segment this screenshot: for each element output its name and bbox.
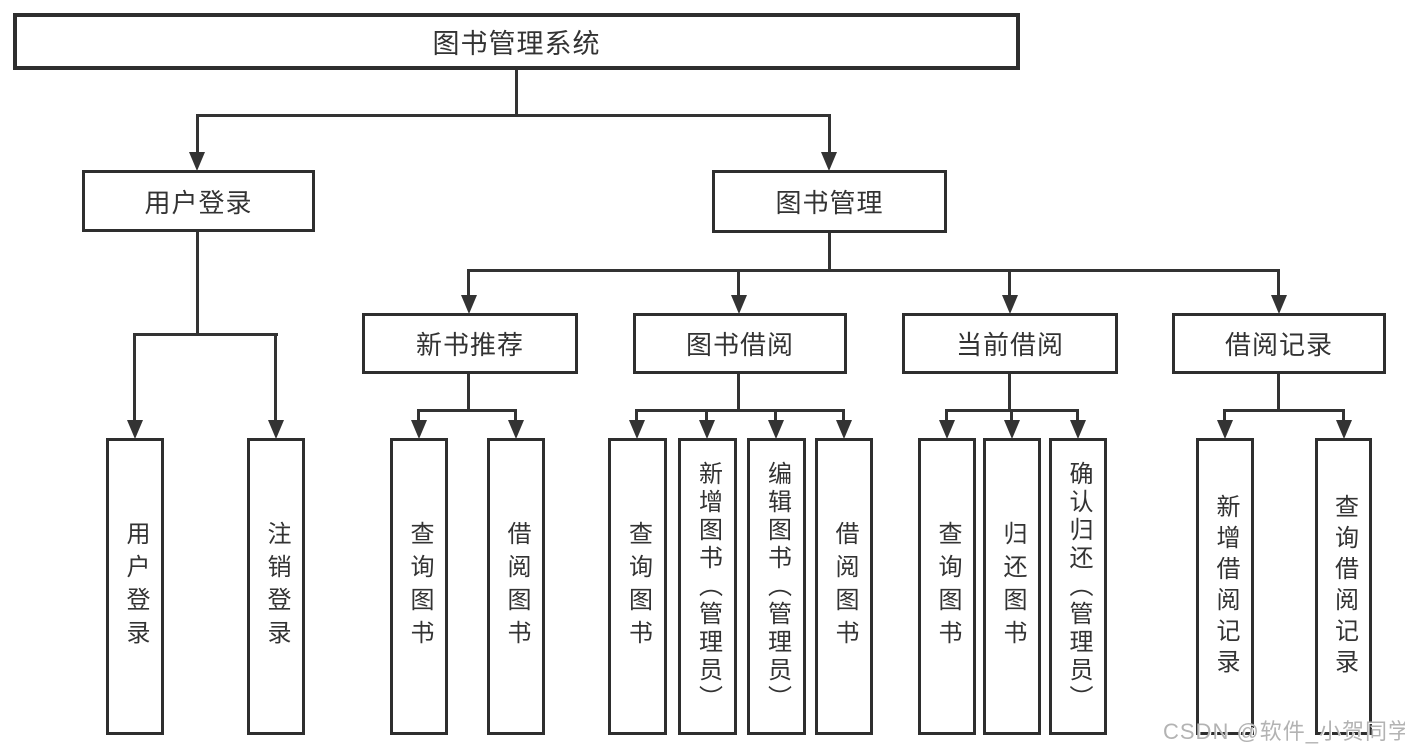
node-new-book-recommend: 新书推荐 (362, 313, 578, 374)
connector-line (1076, 409, 1079, 424)
node-label: 查询图书 (624, 520, 652, 653)
node-label: 新增图书（管理员） (694, 460, 722, 713)
connector-line (828, 233, 831, 271)
leaf-return-books: 归还图书 (983, 438, 1041, 735)
node-label: 确认归还（管理员） (1065, 460, 1092, 713)
connector-line (1010, 409, 1013, 424)
connector-line (467, 374, 470, 411)
leaf-borrow-books: 借阅图书 (815, 438, 873, 735)
node-user-login: 用户登录 (82, 170, 315, 232)
connector-line (196, 114, 831, 117)
connector-line (945, 409, 948, 424)
leaf-edit-books-admin: 编辑图书（管理员） (747, 438, 806, 735)
leaf-query-books-borrow: 查询图书 (608, 438, 667, 735)
arrow-down-icon (411, 420, 427, 439)
arrow-down-icon (768, 420, 784, 439)
arrow-down-icon (508, 420, 524, 439)
leaf-confirm-return-admin: 确认归还（管理员） (1049, 438, 1107, 735)
connector-line (1008, 269, 1011, 298)
node-label: 当前借阅 (955, 330, 1064, 360)
connector-line (1223, 409, 1345, 412)
node-label: 图书管理 (775, 188, 884, 218)
arrow-down-icon (1336, 420, 1352, 439)
connector-line (842, 409, 845, 424)
connector-line (774, 409, 777, 424)
arrow-down-icon (629, 420, 645, 439)
node-label: 新增借阅记录 (1212, 493, 1239, 680)
node-book-management: 图书管理 (712, 170, 947, 233)
arrow-down-icon (821, 152, 837, 171)
leaf-add-books-admin: 新增图书（管理员） (678, 438, 737, 735)
arrow-down-icon (939, 420, 955, 439)
connector-line (1277, 374, 1280, 411)
node-borrowing-records: 借阅记录 (1172, 313, 1386, 374)
arrow-down-icon (1004, 420, 1020, 439)
arrow-down-icon (127, 420, 143, 439)
node-current-borrowing: 当前借阅 (902, 313, 1118, 374)
connector-line (737, 374, 740, 411)
connector-line (133, 333, 136, 424)
arrow-down-icon (1217, 420, 1233, 439)
connector-line (1277, 269, 1280, 298)
connector-line (737, 269, 740, 298)
connector-line (1342, 409, 1345, 424)
node-label: 用户登录 (122, 520, 149, 653)
node-label: 图书管理系统 (432, 29, 601, 59)
connector-line (467, 269, 1280, 272)
arrow-down-icon (699, 420, 715, 439)
leaf-logout: 注销登录 (247, 438, 305, 735)
node-label: 归还图书 (999, 520, 1026, 653)
connector-line (828, 114, 831, 156)
node-book-borrowing: 图书借阅 (633, 313, 847, 374)
watermark: CSDN @软件_小贺同学 (1163, 719, 1405, 744)
connector-line (1008, 374, 1011, 411)
node-label: 借阅图书 (831, 520, 858, 653)
arrow-down-icon (1271, 295, 1287, 314)
leaf-add-borrow-record: 新增借阅记录 (1196, 438, 1254, 735)
connector-line (196, 232, 199, 335)
connector-line (417, 409, 517, 412)
node-label: 借阅记录 (1224, 330, 1333, 360)
connector-line (705, 409, 708, 424)
arrow-down-icon (189, 152, 205, 171)
leaf-query-borrow-record: 查询借阅记录 (1315, 438, 1372, 735)
arrow-down-icon (1070, 420, 1086, 439)
connector-line (467, 269, 470, 298)
node-label: 查询图书 (406, 520, 433, 653)
arrow-down-icon (836, 420, 852, 439)
connector-line (274, 333, 277, 424)
arrow-down-icon (731, 295, 747, 314)
connector-line (635, 409, 845, 412)
node-label: 编辑图书（管理员） (763, 460, 791, 713)
leaf-borrow-books-recommend: 借阅图书 (487, 438, 545, 735)
arrow-down-icon (268, 420, 284, 439)
leaf-user-login: 用户登录 (106, 438, 164, 735)
node-label: 图书借阅 (685, 330, 794, 360)
connector-line (515, 70, 518, 117)
node-label: 借阅图书 (503, 520, 530, 653)
leaf-query-books-current: 查询图书 (918, 438, 976, 735)
arrow-down-icon (461, 295, 477, 314)
connector-line (196, 114, 199, 156)
connector-line (514, 409, 517, 424)
node-label: 查询借阅记录 (1330, 493, 1358, 680)
node-label: 查询图书 (934, 520, 961, 653)
node-label: 用户登录 (144, 187, 253, 218)
node-label: 新书推荐 (415, 330, 524, 360)
connector-line (417, 409, 420, 424)
connector-line (133, 333, 278, 336)
connector-line (1223, 409, 1226, 424)
leaf-query-books-recommend: 查询图书 (390, 438, 448, 735)
node-label: 注销登录 (263, 520, 290, 653)
connector-line (635, 409, 638, 424)
arrow-down-icon (1002, 295, 1018, 314)
node-library-system: 图书管理系统 (13, 13, 1020, 70)
